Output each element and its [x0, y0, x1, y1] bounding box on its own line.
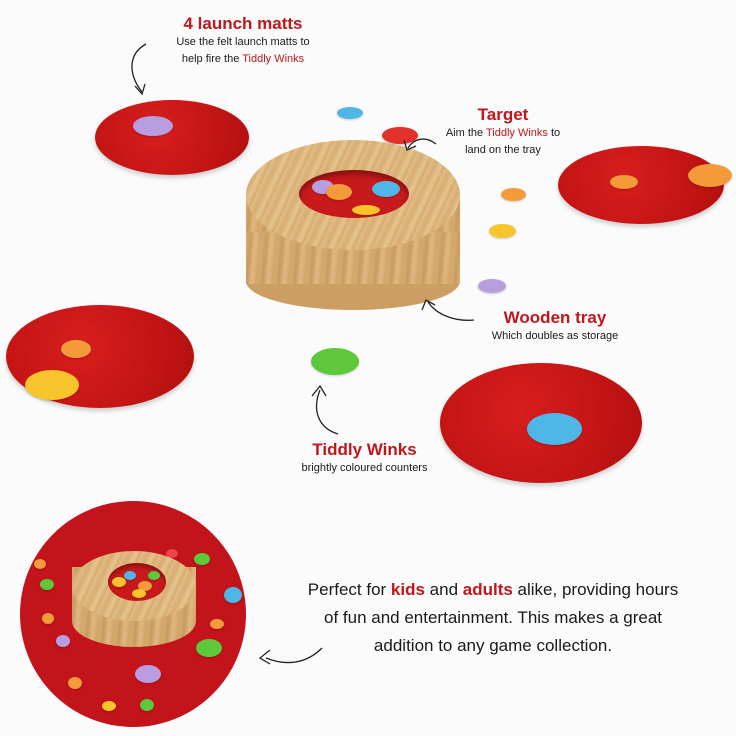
- callout-text: land on the tray: [465, 144, 541, 156]
- arrow-icon: [403, 138, 437, 151]
- wink-orange: [68, 677, 82, 689]
- wink-blue: [337, 107, 363, 119]
- wink-orange: [326, 184, 352, 200]
- wink-orange: [42, 613, 54, 624]
- callout-text: Aim the: [445, 127, 486, 139]
- wink-purple: [478, 279, 506, 293]
- promo-line-3: addition to any game collection.: [373, 636, 613, 655]
- callout-subtitle: Use the felt launch matts to help fire t…: [148, 34, 338, 68]
- wink-yellow: [132, 589, 146, 598]
- arrow-icon: [311, 384, 339, 435]
- wink-green: [311, 348, 359, 375]
- callout-subtitle: brightly coloured counters: [301, 462, 428, 474]
- callout-text: Use the felt launch matts to: [176, 36, 310, 48]
- wink-green: [140, 699, 154, 711]
- promo-keyword: adults: [462, 580, 513, 599]
- promo-text: Perfect for kids and adults alike, provi…: [258, 576, 728, 660]
- wink-yellow: [489, 224, 516, 238]
- wink-green: [40, 579, 54, 590]
- promo-line-2: of fun and entertainment. This makes a g…: [324, 608, 662, 627]
- promo-text-part: and: [424, 580, 463, 599]
- wink-green: [148, 571, 160, 580]
- wink-orange-small: [610, 175, 638, 189]
- wink-yellow: [25, 370, 79, 400]
- callout-highlight: Tiddly Winks: [242, 53, 305, 65]
- callout-text: help fire the: [181, 53, 243, 65]
- callout-title: 4 launch matts: [183, 14, 303, 33]
- promo-text-part: Perfect for: [307, 580, 391, 599]
- wink-red: [382, 127, 418, 144]
- callout-title: Target: [477, 105, 529, 124]
- wink-blue: [224, 587, 242, 603]
- arrow-icon: [421, 299, 475, 321]
- callout-subtitle: Which doubles as storage: [491, 330, 619, 342]
- inset-photo: [20, 501, 246, 727]
- callout-launch-mats: 4 launch matts Use the felt launch matts…: [148, 14, 338, 68]
- wink-blue: [372, 181, 400, 197]
- promo-line-1: Perfect for kids and adults alike, provi…: [258, 576, 728, 604]
- wink-orange: [61, 340, 91, 358]
- wink-green: [194, 553, 210, 565]
- callout-subtitle: Aim the Tiddly Winks to land on the tray: [428, 125, 578, 159]
- promo-keyword: kids: [390, 580, 425, 599]
- callout-wooden-tray: Wooden tray Which doubles as storage: [455, 308, 655, 345]
- callout-text: to: [547, 127, 561, 139]
- wink-orange: [34, 559, 46, 569]
- wink-purple: [56, 635, 70, 647]
- wink-yellow: [352, 205, 380, 215]
- callout-highlight: Tiddly Winks: [485, 127, 548, 139]
- callout-title: Wooden tray: [503, 308, 607, 327]
- felt-mat-top-right: [558, 146, 724, 224]
- felt-mat-top-left: [95, 100, 249, 175]
- wink-blue: [124, 571, 136, 580]
- wink-purple: [133, 116, 173, 136]
- callout-tiddly-winks: Tiddly Winks brightly coloured counters: [282, 440, 447, 477]
- wink-red: [166, 549, 178, 558]
- wink-yellow: [112, 577, 126, 587]
- wink-yellow: [102, 701, 116, 711]
- wink-green: [196, 639, 222, 657]
- promo-text-part: alike, providing hours: [512, 580, 679, 599]
- wink-purple: [135, 665, 161, 683]
- wink-orange: [138, 581, 152, 591]
- wink-orange: [688, 164, 732, 187]
- wink-orange: [210, 619, 224, 629]
- callout-target: Target Aim the Tiddly Winks to land on t…: [428, 105, 578, 159]
- wink-orange: [501, 188, 526, 201]
- callout-title: Tiddly Winks: [312, 440, 417, 459]
- wink-blue: [527, 413, 582, 445]
- arrow-icon: [258, 647, 323, 665]
- arrow-icon: [131, 43, 147, 96]
